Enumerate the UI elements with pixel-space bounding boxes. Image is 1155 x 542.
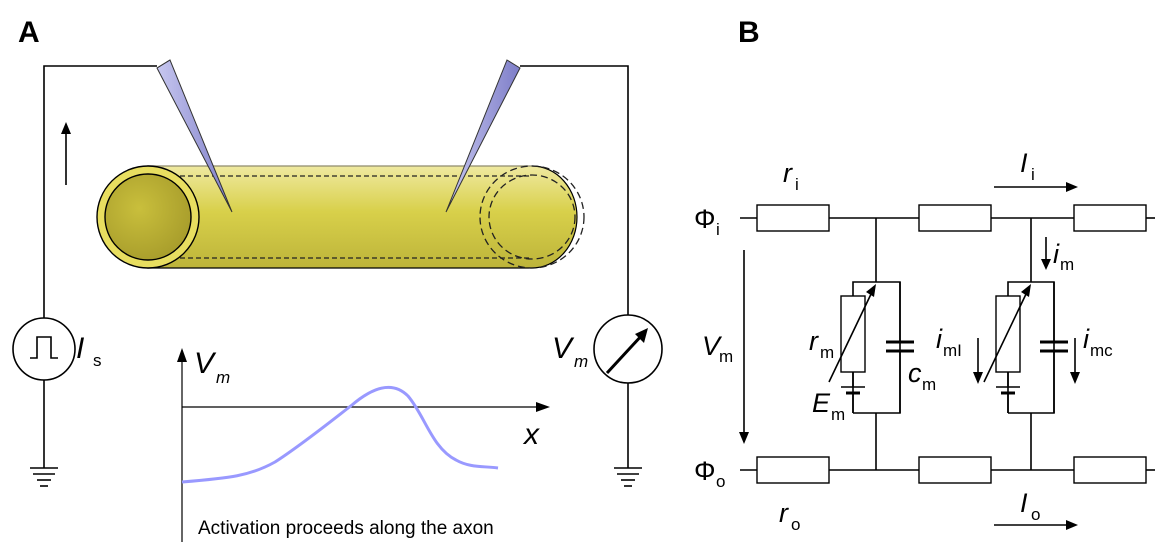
panel-b-label: B: [738, 16, 760, 49]
ro-label: r: [779, 498, 789, 528]
current-arrow-icon: [61, 122, 71, 134]
im-arrow-icon: [1041, 259, 1051, 270]
ii-arrow-icon: [1066, 182, 1078, 192]
x-axis-arrow-icon: [536, 402, 550, 412]
stimulating-electrode: [156, 59, 233, 213]
pulse-source-icon: [12, 317, 76, 381]
em-sub: m: [831, 405, 845, 424]
resistor-ri-2: [918, 204, 992, 232]
vm-label: V: [702, 331, 723, 361]
panel-a-label: A: [18, 16, 40, 49]
io-label: I: [1020, 488, 1028, 518]
imi-arrow-icon: [973, 372, 983, 384]
imc-label: i: [1083, 324, 1090, 354]
ri-label: r: [783, 158, 793, 188]
membrane-potential-plot: V m x Activation proceeds along the axon: [177, 347, 550, 542]
ground-icon-right: [614, 467, 642, 487]
io-arrow-icon: [1066, 520, 1078, 530]
stimulus-current-sub: s: [93, 351, 102, 370]
plot-y-symbol: V: [194, 347, 217, 380]
resistor-ro-2: [918, 456, 992, 484]
stimulus-circuit: I s: [12, 65, 157, 487]
imi-label: i: [936, 324, 943, 354]
plot-y-sub: m: [216, 368, 230, 387]
ground-icon-left: [30, 467, 58, 487]
cm-sub: m: [922, 375, 936, 394]
plot-caption: Activation proceeds along the axon: [198, 518, 494, 539]
variable-resistor-icon-2: [995, 295, 1021, 373]
phi-o-label: Φ: [694, 456, 716, 486]
resistor-ri-3: [1073, 204, 1147, 232]
io-sub: o: [1031, 505, 1040, 524]
imc-arrow-icon: [1070, 372, 1080, 384]
y-axis-arrow-icon: [177, 348, 187, 362]
resistor-ro-3: [1073, 456, 1147, 484]
recording-voltage-sub: m: [574, 352, 588, 371]
phi-i-label: Φ: [694, 204, 716, 234]
vm-arrow-icon: [739, 432, 749, 444]
resistor-ri-1: [756, 204, 830, 232]
phi-o-sub: o: [716, 472, 725, 491]
ro-sub: o: [791, 515, 800, 534]
variable-resistor-icon: [840, 295, 866, 373]
action-potential-trace: [181, 385, 499, 484]
ri-sub: i: [795, 175, 799, 194]
em-label: E: [812, 388, 831, 418]
vm-sub: m: [719, 347, 733, 366]
ii-sub: i: [1031, 165, 1035, 184]
membrane-branch-2: [983, 218, 1068, 470]
current-arrows: [739, 182, 1080, 530]
axon-illustration: [96, 165, 585, 269]
ii-label: I: [1020, 148, 1028, 178]
imc-sub: mc: [1090, 341, 1113, 360]
recording-circuit: V m: [520, 65, 663, 487]
recording-electrode: [445, 59, 521, 213]
im-label: i: [1053, 239, 1060, 269]
rm-label: r: [809, 326, 819, 356]
imi-sub: mI: [943, 341, 962, 360]
rm-sub: m: [820, 343, 834, 362]
recording-voltage-symbol: V: [552, 332, 575, 365]
phi-i-sub: i: [716, 220, 720, 239]
stimulus-current-symbol: I: [76, 332, 84, 365]
cable-equivalent-circuit: Φ i Φ o r i r o I i I o V m r m c m E m …: [694, 148, 1155, 534]
im-sub: m: [1060, 255, 1074, 274]
resistor-ro-1: [756, 456, 830, 484]
cm-label: c: [908, 358, 922, 388]
membrane-branch-1: [828, 218, 914, 470]
plot-x-symbol: x: [522, 418, 540, 451]
